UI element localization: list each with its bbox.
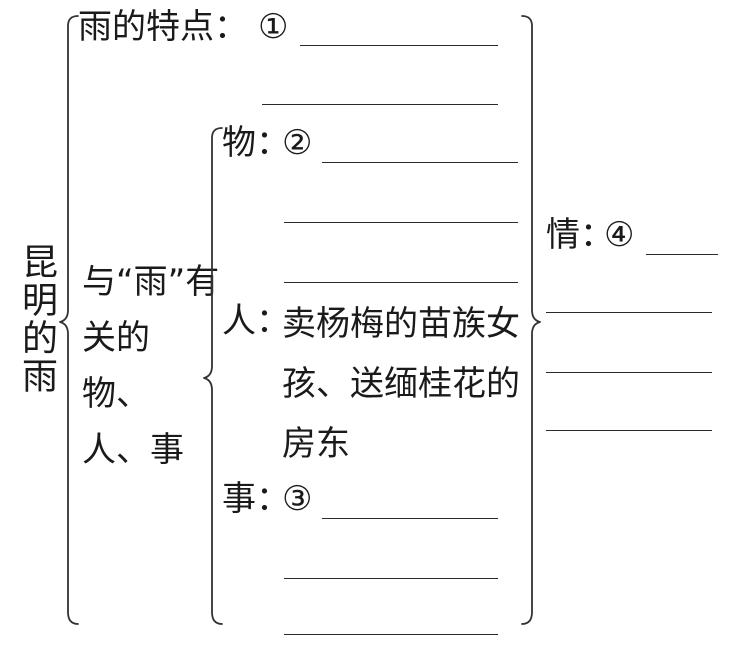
- features-blank-1[interactable]: [300, 45, 498, 46]
- related-brace: [203, 127, 223, 625]
- related-label: 与“雨”有关的物、人、事: [82, 262, 220, 470]
- event-label: 事：: [222, 479, 290, 519]
- emotion-label: 情：: [546, 215, 614, 255]
- event-marker: ③: [282, 479, 313, 519]
- features-blank-2[interactable]: [262, 104, 498, 105]
- people-label: 人：: [222, 301, 290, 341]
- emotion-blank-2[interactable]: [546, 312, 712, 313]
- event-blank-1[interactable]: [322, 518, 498, 519]
- event-blank-2[interactable]: [284, 578, 498, 579]
- object-blank-3[interactable]: [284, 282, 518, 283]
- emotion-blank-3[interactable]: [546, 372, 712, 373]
- root-title: 昆明的雨: [16, 243, 57, 395]
- people-text: 卖杨梅的苗族女孩、送缅桂花的房东: [282, 304, 520, 464]
- object-blank-2[interactable]: [284, 222, 518, 223]
- root-brace: [59, 15, 79, 625]
- emotion-marker: ④: [604, 215, 635, 255]
- object-marker: ②: [282, 123, 313, 163]
- event-blank-3[interactable]: [284, 634, 498, 635]
- emotion-blank-1[interactable]: [646, 254, 718, 255]
- emotion-blank-4[interactable]: [546, 430, 712, 431]
- object-blank-1[interactable]: [322, 162, 518, 163]
- object-label: 物：: [222, 123, 290, 163]
- features-label: 雨的特点：: [78, 7, 248, 47]
- emotion-brace: [521, 15, 541, 625]
- features-marker: ①: [258, 7, 289, 47]
